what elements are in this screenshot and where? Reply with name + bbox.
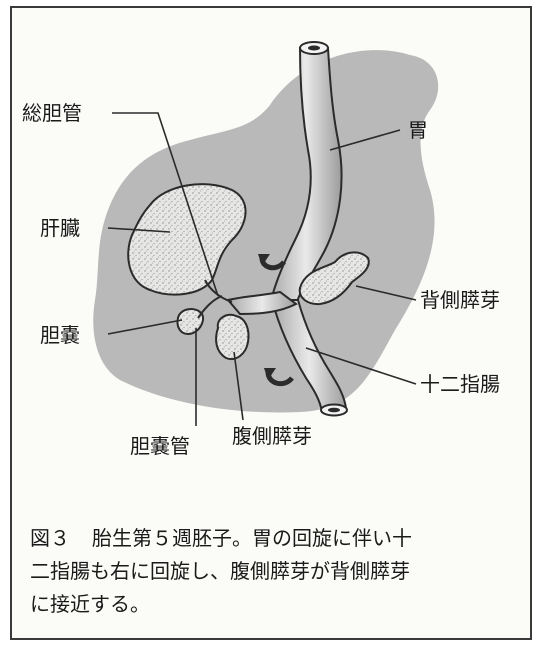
label-stomach: 胃 — [408, 120, 428, 140]
label-cystic-duct: 胆嚢管 — [130, 436, 190, 456]
figure-caption: 図３ 胎生第５週胚子。胃の回旋に伴い十 二指腸も右に回旋し、腹側膵芽が背側膵芽 に… — [30, 522, 525, 621]
caption-line-1: 図３ 胎生第５週胚子。胃の回旋に伴い十 — [30, 522, 525, 555]
caption-text-1: 胎生第５週胚子。胃の回旋に伴い十 — [92, 526, 412, 550]
ventral-pancreatic-bud-shape — [216, 315, 248, 359]
figure-number: 図３ — [30, 526, 70, 550]
label-gallbladder: 胆嚢 — [40, 325, 80, 345]
label-ventral-pancreatic-bud: 腹側膵芽 — [232, 426, 312, 446]
label-common-bile-duct: 総胆管 — [22, 103, 82, 123]
caption-line-2: 二指腸も右に回旋し、腹側膵芽が背側膵芽 — [30, 555, 525, 588]
label-dorsal-pancreatic-bud: 背側膵芽 — [420, 290, 500, 310]
label-liver: 肝臓 — [40, 218, 80, 238]
caption-line-3: に接近する。 — [30, 588, 525, 621]
label-duodenum: 十二指腸 — [420, 374, 500, 394]
